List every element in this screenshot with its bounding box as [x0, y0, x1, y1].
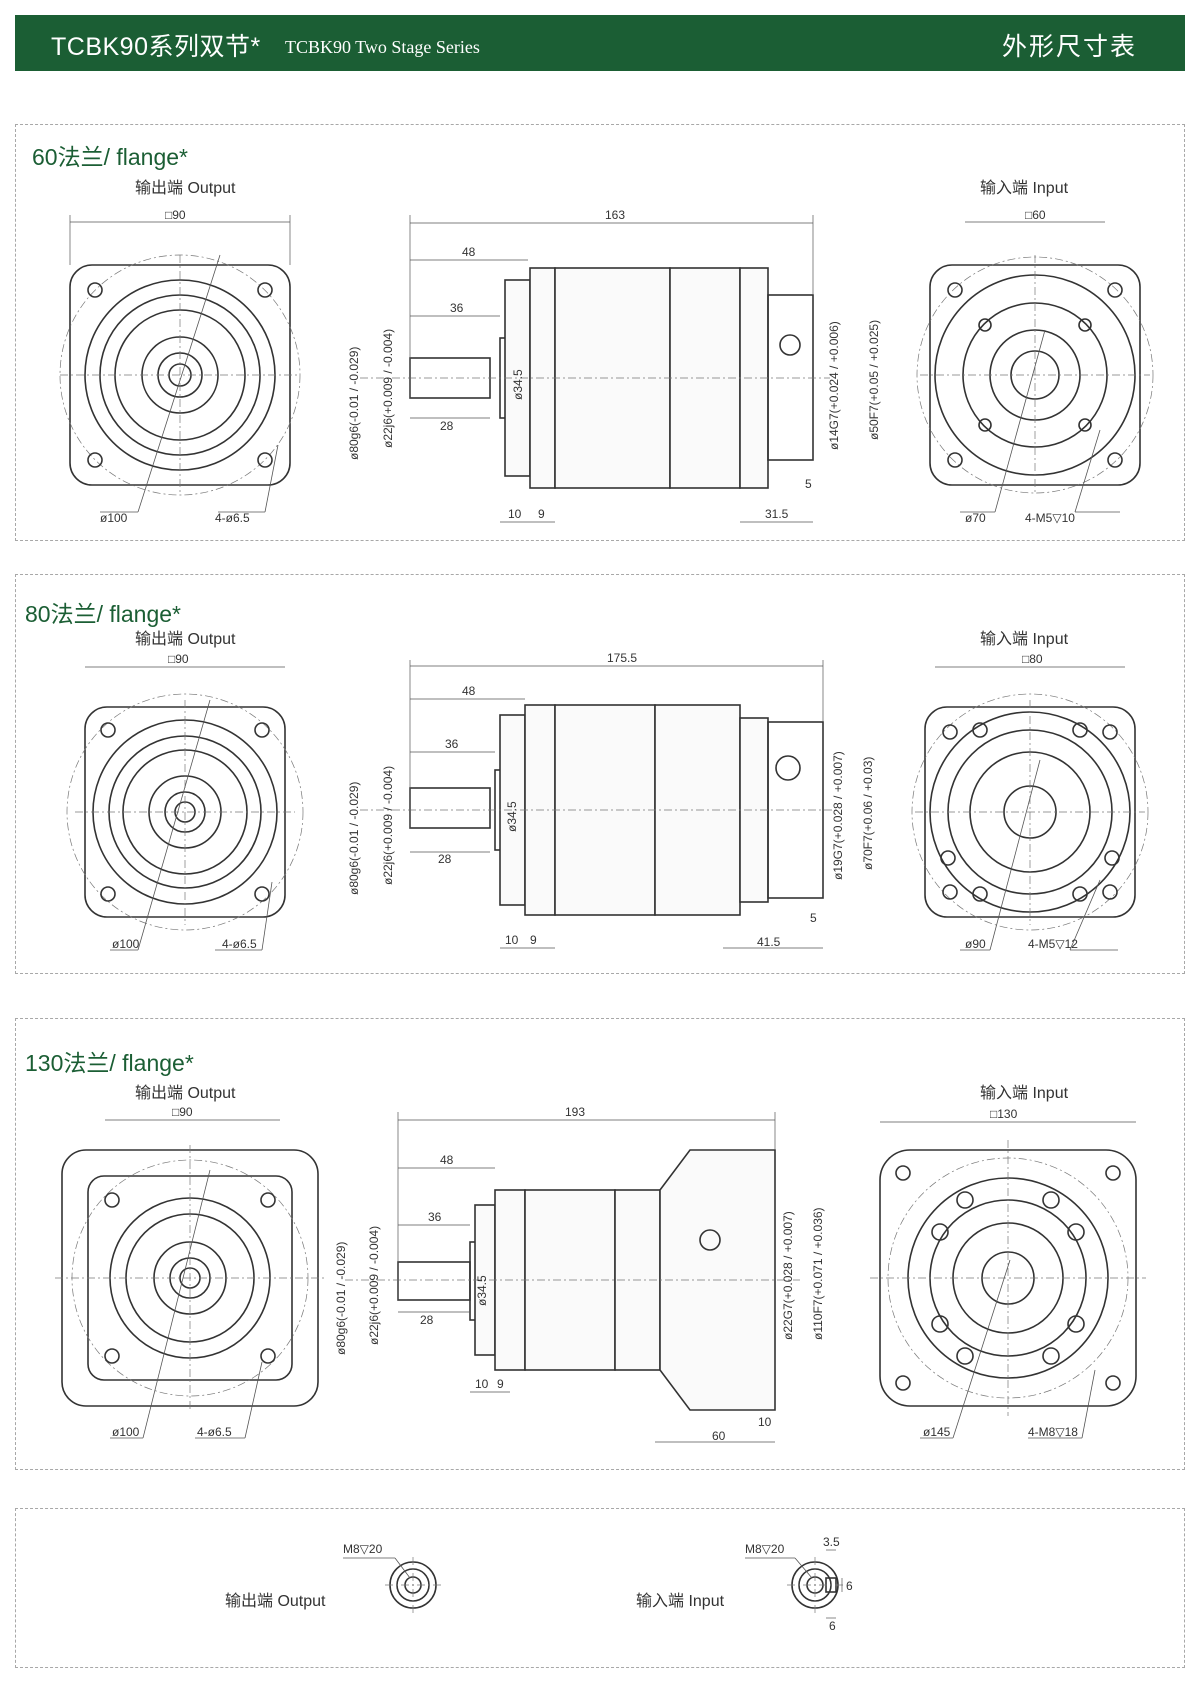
length-9-dim: 9	[530, 933, 537, 947]
length-28-dim: 28	[438, 852, 452, 866]
section-panel-80	[15, 574, 1185, 974]
key-dia: ø22j6(+0.009 / -0.004)	[367, 1226, 381, 1345]
input-square-dim: □80	[1022, 652, 1043, 666]
bottom-input-label: 输入端 Input	[636, 1593, 725, 1610]
section-title: 80法兰/ flange*	[25, 601, 181, 627]
length-36-dim: 36	[445, 737, 459, 751]
section-panel-130	[15, 1018, 1185, 1470]
length-5-dim: 5	[805, 477, 812, 491]
series-title-cn: TCBK90系列双节*	[51, 33, 261, 61]
key-dia: ø22j6(+0.009 / -0.004)	[381, 329, 395, 448]
section-title: 60法兰/ flange*	[32, 144, 188, 170]
length-28-dim: 28	[440, 419, 454, 433]
length-10-dim: 10	[508, 507, 522, 521]
input-pilot-dia: ø70F7(+0.06 / +0.03)	[861, 757, 875, 870]
input-length-dim: 31.5	[765, 507, 789, 521]
input-bore-dia: ø19G7(+0.028 / +0.007)	[831, 751, 845, 880]
input-length-dim: 41.5	[757, 935, 781, 949]
output-holes-dim: 4-ø6.5	[222, 937, 257, 951]
length-28-dim: 28	[420, 1313, 434, 1327]
input-end-label: 输入端 Input	[980, 1085, 1069, 1102]
total-length-dim: 193	[565, 1105, 585, 1119]
input-pcd-dim: ø90	[965, 937, 986, 951]
length-36-dim: 36	[428, 1210, 442, 1224]
shaft-cap-dia: ø80g6(-0.01 / -0.029)	[334, 1242, 348, 1355]
input-end-view	[870, 1121, 1146, 1439]
output-shaft-detail	[343, 1557, 441, 1613]
boss-dia: ø34.5	[475, 1275, 489, 1306]
shaft-cap-dia: ø80g6(-0.01 / -0.029)	[347, 782, 361, 895]
output-end-view	[66, 666, 304, 951]
length-10-dim: 10	[505, 933, 519, 947]
input-detail-dim-6-vertical: 6	[846, 1579, 853, 1593]
output-pcd-dim: ø100	[112, 937, 140, 951]
bottom-output-label: 输出端 Output	[225, 1593, 326, 1610]
section-panel-60	[15, 124, 1185, 541]
input-end-view	[911, 666, 1149, 951]
input-detail-dim-3-5: 3.5	[823, 1535, 840, 1549]
length-9-dim: 9	[497, 1377, 504, 1391]
output-holes-dim: 4-ø6.5	[197, 1425, 232, 1439]
length-9-dim: 9	[538, 507, 545, 521]
total-length-dim: 163	[605, 208, 625, 222]
input-bore-dia: ø14G7(+0.024 / +0.006)	[827, 321, 841, 450]
length-48-dim: 48	[462, 245, 476, 259]
length-5-dim: 10	[758, 1415, 772, 1429]
output-tap-dim: M8▽20	[343, 1542, 383, 1556]
output-end-label: 输出端 Output	[135, 180, 236, 197]
input-length-dim: 60	[712, 1429, 726, 1443]
total-length-dim: 175.5	[607, 651, 637, 665]
output-pcd-dim: ø100	[112, 1425, 140, 1439]
length-36-dim: 36	[450, 301, 464, 315]
input-square-dim: □60	[1025, 208, 1046, 222]
side-view	[360, 660, 840, 949]
input-pilot-dia: ø110F7(+0.071 / +0.036)	[811, 1207, 825, 1340]
boss-dia: ø34.5	[505, 801, 519, 832]
input-bore-dia: ø22G7(+0.028 / +0.007)	[781, 1211, 795, 1340]
output-pcd-dim: ø100	[100, 511, 128, 525]
input-holes-dim: 4-M5▽10	[1025, 511, 1075, 525]
output-square-dim: □90	[168, 652, 189, 666]
input-holes-dim: 4-M5▽12	[1028, 937, 1078, 951]
input-pcd-dim: ø145	[923, 1425, 951, 1439]
input-square-dim: □130	[990, 1107, 1018, 1121]
side-view	[345, 1112, 800, 1443]
input-pcd-dim: ø70	[965, 511, 986, 525]
output-square-dim: □90	[172, 1105, 193, 1119]
input-end-view	[916, 221, 1154, 513]
output-end-label: 输出端 Output	[135, 1085, 236, 1102]
input-end-label: 输入端 Input	[980, 631, 1069, 648]
side-view	[360, 215, 830, 523]
input-shaft-detail	[745, 1549, 843, 1619]
input-detail-dim-6-bottom: 6	[829, 1619, 836, 1633]
input-pilot-dia: ø50F7(+0.05 / +0.025)	[867, 320, 881, 440]
output-end-view	[59, 215, 301, 513]
section-panel-bottom	[15, 1508, 1185, 1668]
input-holes-dim: 4-M8▽18	[1028, 1425, 1078, 1439]
input-tap-dim: M8▽20	[745, 1542, 785, 1556]
boss-dia: ø34.5	[511, 369, 525, 400]
output-end-label: 输出端 Output	[135, 631, 236, 648]
shaft-cap-dia: ø80g6(-0.01 / -0.029)	[347, 347, 361, 460]
output-holes-dim: 4-ø6.5	[215, 511, 250, 525]
length-48-dim: 48	[440, 1153, 454, 1167]
length-10-dim: 10	[475, 1377, 489, 1391]
output-end-view	[55, 1119, 325, 1439]
dimension-table-title: 外形尺寸表	[1001, 33, 1137, 61]
output-square-dim: □90	[165, 208, 186, 222]
header-bar: TCBK90系列双节* TCBK90 Two Stage Series 外形尺寸…	[15, 15, 1185, 71]
length-48-dim: 48	[462, 684, 476, 698]
series-title-en: TCBK90 Two Stage Series	[285, 37, 480, 57]
input-end-label: 输入端 Input	[980, 180, 1069, 197]
key-dia: ø22j6(+0.009 / -0.004)	[381, 766, 395, 885]
section-title: 130法兰/ flange*	[25, 1050, 194, 1076]
length-5-dim: 5	[810, 911, 817, 925]
